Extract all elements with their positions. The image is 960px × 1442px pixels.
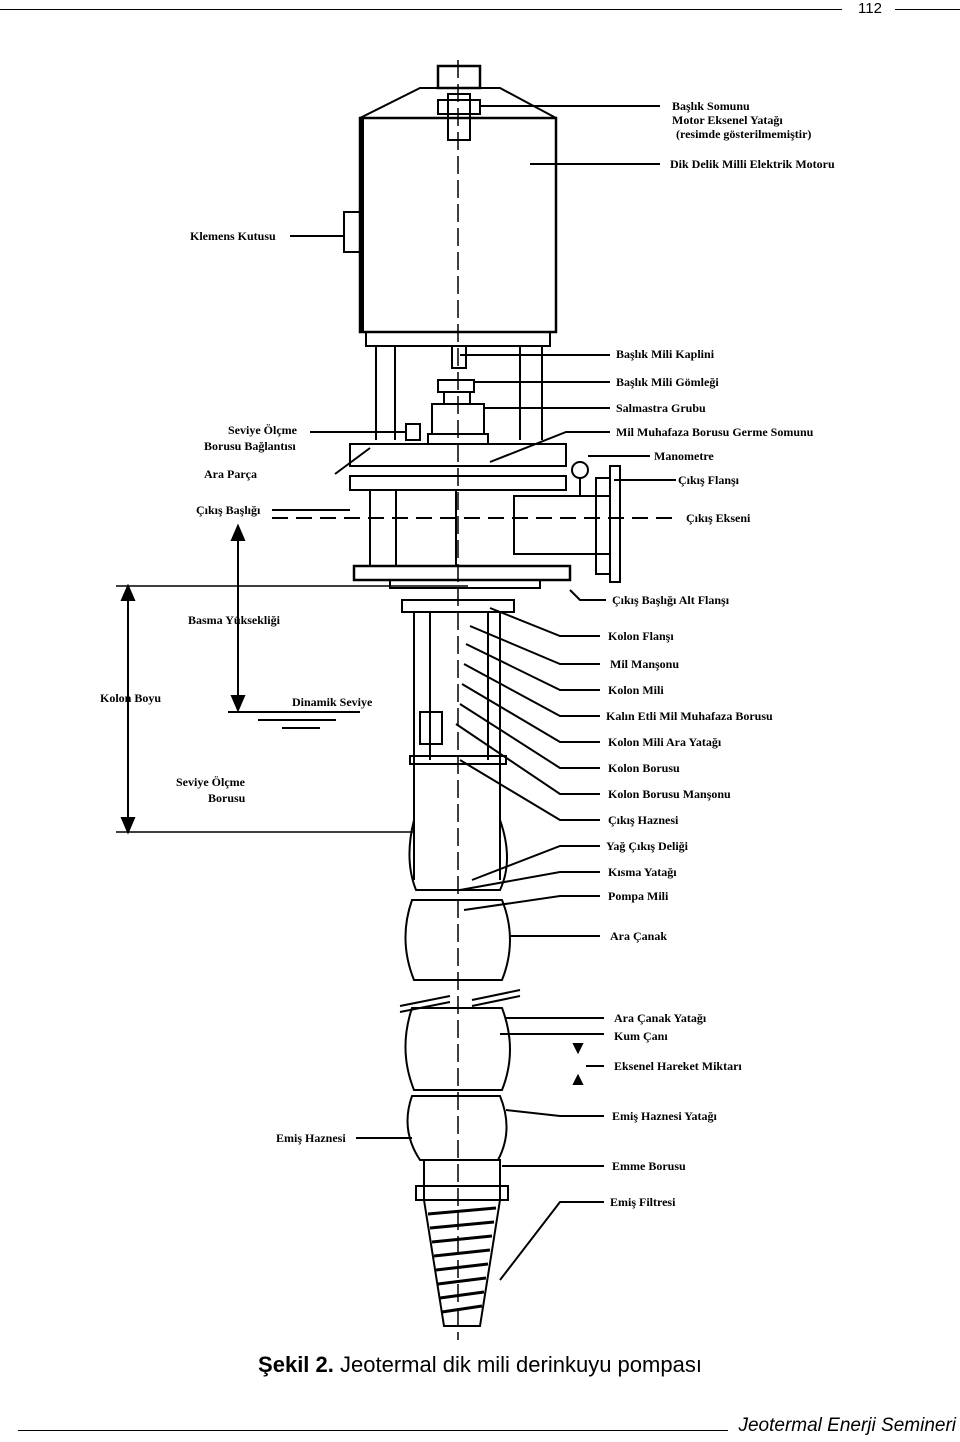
- label-emme-borusu: Emme Borusu: [612, 1159, 686, 1173]
- label-motor-eksenel-yatagi: Motor Eksenel Yatağı: [672, 113, 783, 127]
- label-ara-canak-yatagi: Ara Çanak Yatağı: [614, 1011, 707, 1025]
- label-dinamik-seviye: Dinamik Seviye: [292, 695, 373, 709]
- label-borusu-baglantisi: Borusu Bağlantısı: [204, 439, 296, 453]
- base-plate: [352, 564, 572, 582]
- label-kolon-borusu-mansonu: Kolon Borusu Manşonu: [608, 787, 731, 801]
- page-number: 112: [858, 0, 882, 17]
- label-mil-muhafaza-germe: Mil Muhafaza Borusu Germe Somunu: [616, 425, 814, 439]
- label-seviye-olcme-2: Seviye Ölçme: [176, 775, 246, 789]
- label-cikis-basligi: Çıkış Başlığı: [196, 503, 261, 517]
- footer-rule: [18, 1430, 728, 1431]
- label-salmastra-grubu: Salmastra Grubu: [616, 401, 706, 415]
- terminal-box: [343, 211, 361, 253]
- figure-caption: Şekil 2. Jeotermal dik mili derinkuyu po…: [0, 1352, 960, 1378]
- label-kalin-etli: Kalın Etli Mil Muhafaza Borusu: [606, 709, 773, 723]
- label-emis-haznesi: Emiş Haznesi: [276, 1131, 346, 1145]
- label-cikis-ekseni: Çıkış Ekseni: [686, 511, 751, 525]
- header-rule-left: [0, 9, 842, 10]
- label-baslik-mili-gomlegi: Başlık Mili Gömleği: [616, 375, 719, 389]
- label-cikis-haznesi: Çıkış Haznesi: [608, 813, 679, 827]
- suction-bowl: [406, 1095, 508, 1161]
- figure-number: Şekil 2.: [258, 1352, 334, 1377]
- shaft-coupling: [451, 345, 467, 369]
- label-manometre: Manometre: [654, 449, 714, 463]
- label-resimde: (resimde gösterilmemiştir): [676, 127, 811, 141]
- label-baslik-mili-kaplini: Başlık Mili Kaplini: [616, 347, 715, 361]
- intermediate-bowl-1: [404, 899, 511, 981]
- label-cikis-basligi-alt-flansi: Çıkış Başlığı Alt Flanşı: [612, 593, 730, 607]
- label-klemens-kutusu: Klemens Kutusu: [190, 229, 276, 243]
- leader-lines: [272, 105, 676, 1281]
- label-yag-cikis-deligi: Yağ Çıkış Deliği: [606, 839, 689, 853]
- label-kolon-flansi: Kolon Flanşı: [608, 629, 674, 643]
- label-emis-filtresi: Emiş Filtresi: [610, 1195, 676, 1209]
- label-baslik-somunu: Başlık Somunu: [672, 99, 750, 113]
- page-footer: Jeotermal Enerji Semineri: [0, 1412, 960, 1442]
- pump-drawing: [116, 60, 680, 1340]
- diagram-labels: Başlık Somunu Motor Eksenel Yatağı (resi…: [100, 99, 835, 1209]
- header-rule-right: [895, 9, 960, 10]
- motor-top-cap: [436, 64, 482, 90]
- pressure-gauge: [571, 461, 589, 479]
- label-ara-parca: Ara Parça: [204, 467, 257, 481]
- label-borusu: Borusu: [208, 791, 246, 805]
- label-dik-delik-motoru: Dik Delik Milli Elektrik Motoru: [670, 157, 835, 171]
- label-seviye-olcme-1: Seviye Ölçme: [228, 423, 298, 437]
- label-kolon-borusu: Kolon Borusu: [608, 761, 680, 775]
- label-eksenel-hareket: Eksenel Hareket Miktarı: [614, 1059, 742, 1073]
- motor-body: [358, 116, 558, 334]
- label-basma-yuksekligi: Basma Yüksekliği: [188, 613, 281, 627]
- suction-strainer: [422, 1199, 502, 1327]
- label-kolon-mili-ara-yatagi: Kolon Mili Ara Yatağı: [608, 735, 722, 749]
- label-kolon-boyu: Kolon Boyu: [100, 691, 161, 705]
- label-emis-haznesi-yatagi: Emiş Haznesi Yatağı: [612, 1109, 718, 1123]
- head-nut: [437, 99, 481, 115]
- label-kisma-yatagi: Kısma Yatağı: [608, 865, 677, 879]
- figure-caption-text: Jeotermal dik mili derinkuyu pompası: [340, 1352, 702, 1377]
- label-kum-cani: Kum Çanı: [614, 1029, 668, 1043]
- page-header: 112: [0, 0, 960, 24]
- label-mil-mansonu: Mil Manşonu: [610, 657, 679, 671]
- suction-pipe: [423, 1159, 501, 1201]
- label-kolon-mili: Kolon Mili: [608, 683, 664, 697]
- intermediate-bowl-2: [404, 1007, 511, 1091]
- label-ara-canak: Ara Çanak: [610, 929, 667, 943]
- pump-diagram: Başlık Somunu Motor Eksenel Yatağı (resi…: [100, 60, 835, 1340]
- label-cikis-flansi: Çıkış Flanşı: [678, 473, 740, 487]
- footer-text: Jeotermal Enerji Semineri: [738, 1415, 956, 1436]
- label-pompa-mili: Pompa Mili: [608, 889, 669, 903]
- motor-hood: [359, 87, 557, 119]
